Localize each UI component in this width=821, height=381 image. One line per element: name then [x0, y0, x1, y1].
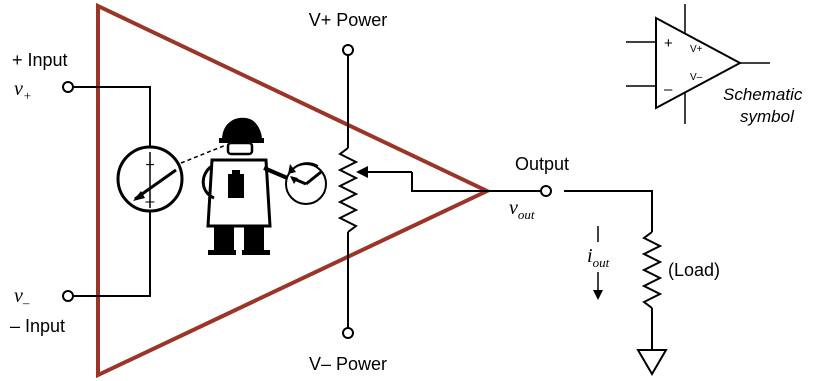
- v-plus-math: v+: [14, 78, 32, 103]
- plus-input-wire: [73, 86, 151, 147]
- i-out-math: iout: [587, 245, 610, 270]
- rotate-knob-icon: [285, 162, 327, 205]
- load-wire-top: [564, 190, 653, 232]
- minus-input-terminal: [62, 290, 74, 302]
- current-arrowhead: [593, 290, 603, 300]
- v-plus-terminal: [342, 44, 354, 56]
- wiper-wire: [411, 172, 487, 192]
- schematic-symbol: + – V+ V–: [626, 4, 770, 124]
- worker-with-clipboard-icon: [201, 117, 293, 255]
- meter-minus: –: [146, 193, 155, 210]
- schematic-label-2: symbol: [740, 107, 795, 126]
- symbol-in-minus: –: [664, 81, 673, 98]
- output-label: Output: [515, 154, 569, 174]
- wiper-arrowhead: [356, 166, 368, 178]
- symbol-rail-plus: V+: [690, 44, 703, 55]
- v-out-math: vout: [509, 197, 535, 222]
- potentiometer-resistor: [337, 147, 359, 233]
- load-label: (Load): [668, 260, 720, 280]
- opamp-triangle: [96, 2, 492, 379]
- minus-input-label: – Input: [10, 316, 65, 336]
- v-minus-terminal: [342, 327, 354, 339]
- voltmeter: + –: [116, 145, 184, 213]
- v-minus-math: v–: [14, 285, 30, 310]
- v-plus-power-label: V+ Power: [309, 10, 388, 30]
- sight-line: [180, 144, 227, 164]
- schematic-label-1: Schematic: [723, 85, 803, 104]
- ground-symbol: [636, 349, 668, 376]
- v-minus-power-label: V– Power: [309, 354, 387, 374]
- load-resistor: [641, 231, 663, 309]
- output-terminal: [540, 185, 552, 197]
- symbol-in-plus: +: [664, 35, 673, 52]
- plus-input-label: + Input: [12, 50, 68, 70]
- plus-input-terminal: [62, 81, 74, 93]
- symbol-rail-minus: V–: [690, 72, 703, 83]
- minus-input-wire: [73, 211, 151, 297]
- meter-plus: +: [145, 157, 154, 174]
